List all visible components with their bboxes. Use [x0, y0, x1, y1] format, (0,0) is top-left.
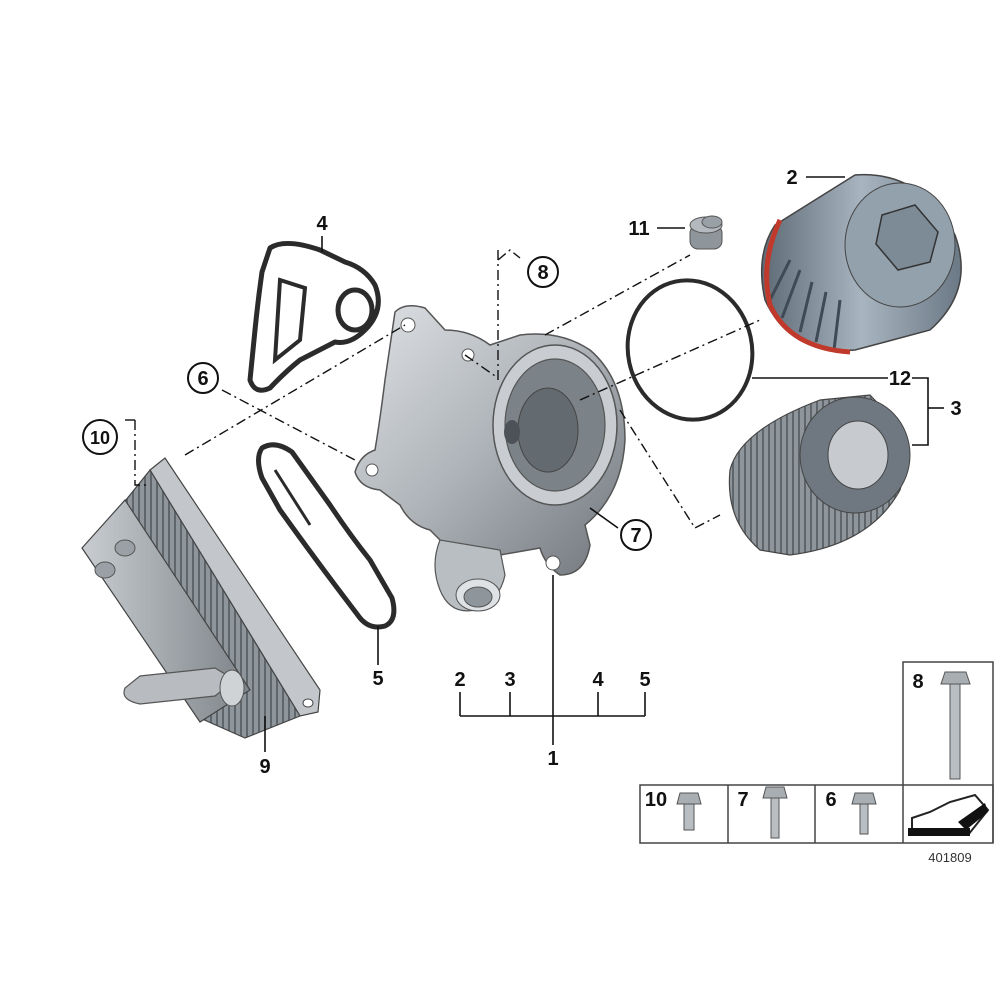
callout-5: 5	[372, 668, 383, 690]
filter-element	[728, 394, 911, 556]
bolt-6	[851, 792, 877, 835]
callout-3: 3	[950, 398, 961, 420]
callout-4: 4	[316, 213, 328, 235]
callout-6-text: 6	[197, 368, 208, 390]
gasket-4	[247, 241, 381, 393]
oil-filter-housing	[354, 305, 626, 612]
long-bolt	[940, 671, 971, 780]
breakdown-4: 4	[592, 669, 604, 691]
callout-10-text: 10	[90, 428, 110, 448]
filter-cap	[760, 173, 962, 355]
arrow-symbol-icon	[908, 793, 990, 836]
callout-1: 1	[547, 748, 558, 770]
hardware-box: 8 10 7 6	[639, 661, 994, 844]
breakdown-5: 5	[639, 669, 650, 691]
oil-cooler	[81, 457, 321, 739]
callout-7-text: 7	[630, 525, 641, 547]
callout-12: 12	[889, 368, 911, 390]
callout-7: 7	[620, 519, 652, 551]
callout-9: 9	[259, 756, 270, 778]
callout-8: 8	[527, 256, 559, 288]
hardware-7-label: 7	[737, 789, 748, 811]
dash-leaders	[125, 249, 761, 529]
gasket-5	[256, 442, 397, 630]
solid-leaders	[264, 176, 944, 752]
callout-6: 6	[187, 362, 219, 394]
bolt-7	[762, 786, 788, 839]
diagram-id: 401809	[928, 850, 971, 865]
callout-11: 11	[628, 218, 649, 240]
hardware-8-label: 8	[912, 671, 923, 693]
callout-8-text: 8	[537, 262, 548, 284]
short-bolt-10	[676, 792, 702, 831]
breakdown-2: 2	[454, 669, 465, 691]
o-ring	[625, 278, 755, 422]
callout-10: 10	[82, 419, 118, 455]
hardware-10-label: 10	[645, 789, 667, 811]
callout-2: 2	[786, 167, 797, 189]
hardware-6-label: 6	[825, 789, 836, 811]
drain-plug	[689, 215, 723, 250]
breakdown-3: 3	[504, 669, 515, 691]
